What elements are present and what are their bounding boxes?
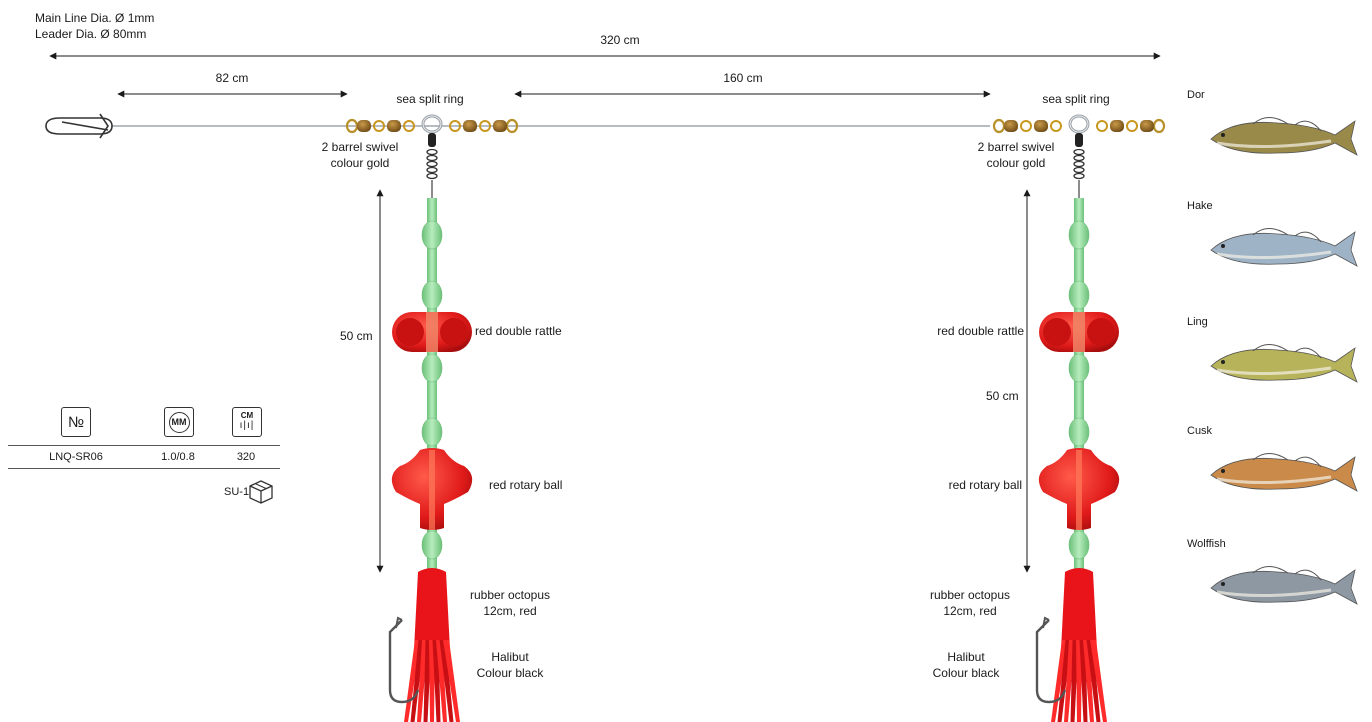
red-double-rattle-right (1039, 312, 1119, 352)
package-code: SU-1 (224, 486, 250, 498)
rubber-octopus-right (1051, 568, 1107, 722)
rattle-label-right: red double rattle (937, 324, 1024, 338)
spec-divider-top (8, 445, 280, 446)
fish-illustration (1210, 117, 1358, 156)
barrel-swivel-right (992, 118, 1166, 134)
fish-illustration (1210, 344, 1358, 383)
hook-icon-right (1035, 616, 1067, 704)
main-line-diameter: Main Line Dia. Ø 1mm (35, 11, 155, 25)
red-double-rattle-left (392, 312, 472, 352)
leader-diameter: Leader Dia. Ø 80mm (35, 27, 147, 41)
fish-name: Cusk (1187, 425, 1213, 437)
fish-illustration (1210, 228, 1358, 267)
fish-name: Dor (1187, 89, 1205, 101)
red-rotary-ball-left (391, 448, 473, 530)
spec-divider-bottom (8, 468, 280, 469)
fish-name: Wolffish (1187, 538, 1226, 550)
length-cm-icon: CM ı|ı| (232, 407, 262, 437)
fish-name: Ling (1187, 316, 1208, 328)
dropper-rig-right (992, 114, 1166, 722)
diameter-mm-icon: MM (164, 407, 194, 437)
split-ring-label-left: sea split ring (396, 92, 464, 106)
left-segment-label: 82 cm (215, 71, 249, 85)
article-number-value: LNQ-SR06 (49, 451, 103, 463)
fish-name: Hake (1187, 200, 1213, 212)
package-box-icon (249, 480, 273, 504)
length-value: 320 (236, 451, 256, 463)
article-number-icon: № (61, 407, 91, 437)
red-rotary-ball-right (1038, 448, 1120, 530)
bead-string-left (421, 198, 443, 578)
rattle-label-left: red double rattle (475, 324, 562, 338)
fish-illustration (1210, 566, 1358, 605)
bead-string-right (1068, 198, 1090, 578)
total-length-label: 320 cm (600, 33, 640, 47)
split-ring-label-right: sea split ring (1042, 92, 1110, 106)
snap-clip-icon (45, 113, 113, 139)
rotary-label-right: red rotary ball (948, 478, 1022, 492)
middle-segment-label: 160 cm (723, 71, 763, 85)
rubber-octopus-left (404, 568, 460, 722)
diameter-value: 1.0/0.8 (161, 451, 195, 463)
left-drop-label: 50 cm (340, 329, 373, 343)
fish-illustration (1210, 453, 1358, 492)
right-drop-label: 50 cm (986, 389, 1019, 403)
barrel-swivel-left (345, 118, 519, 134)
dropper-rig-left (345, 114, 519, 722)
rotary-label-left: red rotary ball (489, 478, 563, 492)
hook-icon-left (388, 616, 420, 704)
